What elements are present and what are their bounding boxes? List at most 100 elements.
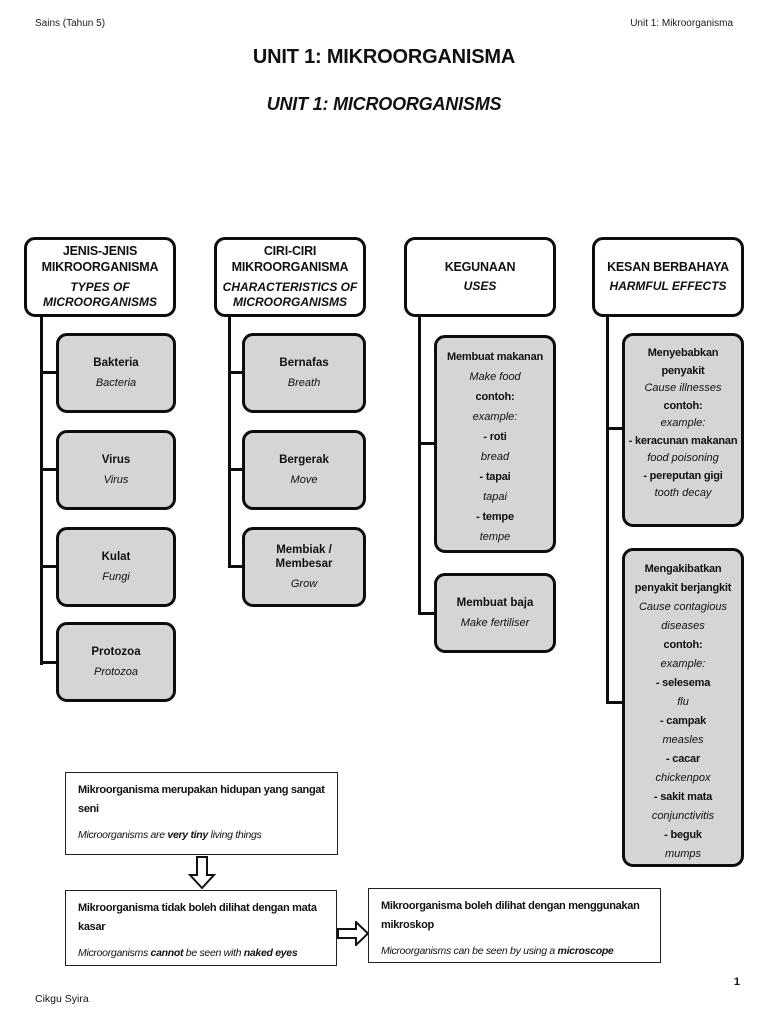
fact-segment: Microorganisms can be seen by using a xyxy=(381,945,558,957)
node-line: - tapai xyxy=(479,471,511,483)
node-line: example: xyxy=(472,411,518,423)
fact-text-my: Mikroorganisma boleh dilihat dengan meng… xyxy=(381,900,640,931)
column-title-my: CIRI-CIRI MIKROORGANISMA xyxy=(231,244,349,274)
connector-line xyxy=(606,701,623,704)
node-penyakit-berjangkit: Mengakibatkan penyakit berjangkit Cause … xyxy=(622,548,744,867)
column-title-en: USES xyxy=(463,279,497,294)
column-header-characteristics: CIRI-CIRI MIKROORGANISMA CHARACTERISTICS… xyxy=(214,237,366,317)
node-membuat-baja: Membuat baja Make fertiliser xyxy=(434,573,556,653)
node-line: tooth decay xyxy=(654,487,712,499)
header-unit: Unit 1: Mikroorganisma xyxy=(630,18,733,29)
node-label-en: Breath xyxy=(287,376,321,389)
fact-text-my: Mikroorganisma tidak boleh dilihat denga… xyxy=(78,902,317,933)
node-label-my: Kulat xyxy=(101,551,131,564)
connector-line xyxy=(228,315,231,568)
column-title-my: KESAN BERBAHAYA xyxy=(607,259,729,274)
fact-segment: Microorganisms are xyxy=(78,829,168,841)
connector-line xyxy=(418,315,421,615)
column-header-types: JENIS-JENIS MIKROORGANISMA TYPES OF MICR… xyxy=(24,237,176,317)
fact-segment: cannot xyxy=(150,947,184,959)
node-line: - selesema xyxy=(655,677,711,689)
column-title-my: JENIS-JENIS MIKROORGANISMA xyxy=(41,244,159,274)
fact-segment: microscope xyxy=(557,945,614,957)
fact-segment: living things xyxy=(207,829,262,841)
node-virus: Virus Virus xyxy=(56,430,176,510)
node-label-my: Bergerak xyxy=(279,454,329,467)
node-label-my: Membuat baja xyxy=(456,597,534,610)
node-label-en: Virus xyxy=(103,473,129,486)
connector-line xyxy=(40,565,57,568)
fact-segment: very tiny xyxy=(167,829,208,841)
node-kulat: Kulat Fungi xyxy=(56,527,176,607)
node-line: Make food xyxy=(469,371,521,383)
fact-segment: naked eyes xyxy=(243,947,298,959)
column-title-en: HARMFUL EFFECTS xyxy=(609,279,727,294)
column-title-en: TYPES OF MICROORGANISMS xyxy=(43,279,157,309)
column-header-uses: KEGUNAAN USES xyxy=(404,237,556,317)
node-line: - pereputan gigi xyxy=(643,469,723,482)
column-title-en: CHARACTERISTICS OF MICROORGANISMS xyxy=(222,279,358,309)
node-line: chickenpox xyxy=(655,772,711,784)
connector-line xyxy=(228,371,243,374)
fact-box-microscope: Mikroorganisma boleh dilihat dengan meng… xyxy=(368,888,661,963)
node-label-en: Protozoa xyxy=(93,665,139,678)
connector-line xyxy=(40,661,57,664)
node-label-en: Fungi xyxy=(102,570,130,583)
node-line: - beguk xyxy=(664,829,702,841)
node-membuat-makanan: Membuat makanan Make food contoh: exampl… xyxy=(434,335,556,553)
connector-line xyxy=(418,612,435,615)
node-line: bread xyxy=(480,451,510,463)
page-subtitle: UNIT 1: MICROORGANISMS xyxy=(266,94,502,114)
fact-text-en: Microorganisms can be seen by using a mi… xyxy=(381,944,648,958)
fact-segment: be seen with xyxy=(183,947,244,959)
node-label-en: Bacteria xyxy=(95,376,137,389)
fact-text-en: Microorganisms are very tiny living thin… xyxy=(78,828,325,842)
connector-line xyxy=(40,315,43,665)
connector-line xyxy=(418,442,435,445)
page-number: 1 xyxy=(733,976,740,988)
node-bergerak: Bergerak Move xyxy=(242,430,366,510)
node-protozoa: Protozoa Protozoa xyxy=(56,622,176,702)
connector-line xyxy=(606,427,623,430)
node-line: Cause illnesses xyxy=(644,382,722,394)
node-label-en: Make fertiliser xyxy=(460,616,530,629)
footer-author: Cikgu Syira xyxy=(35,993,89,1005)
page-title: UNIT 1: MIKROORGANISMA xyxy=(252,46,516,68)
node-line: Membuat makanan xyxy=(446,351,544,363)
node-line: food poisoning xyxy=(647,452,719,464)
fact-box-very-tiny: Mikroorganisma merupakan hidupan yang sa… xyxy=(65,772,338,855)
header-subject: Sains (Tahun 5) xyxy=(35,18,106,29)
down-arrow-icon xyxy=(188,856,216,889)
column-title-my: KEGUNAAN xyxy=(444,259,516,274)
node-line: - sakit mata xyxy=(653,791,713,803)
node-line: example: xyxy=(660,417,706,429)
node-line: contoh: xyxy=(663,639,703,651)
node-label-my: Bakteria xyxy=(93,357,139,370)
node-line: Mengakibatkan penyakit berjangkit xyxy=(634,563,732,594)
node-label-my: Protozoa xyxy=(91,646,141,659)
node-label-my: Membiak / Membesar xyxy=(275,544,333,570)
node-line: - keracunan makanan xyxy=(628,434,738,447)
connector-line xyxy=(228,565,243,568)
node-line: - campak xyxy=(659,715,707,727)
node-line: contoh: xyxy=(663,399,703,412)
node-membiak-membesar: Membiak / Membesar Grow xyxy=(242,527,366,607)
node-label-en: Move xyxy=(290,473,318,486)
node-line: - cacar xyxy=(665,753,701,765)
node-label-en: Grow xyxy=(290,577,318,590)
node-line: Menyebabkan penyakit xyxy=(647,347,719,377)
node-menyebabkan-penyakit: Menyebabkan penyakit Cause illnesses con… xyxy=(622,333,744,527)
connector-line xyxy=(40,371,57,374)
node-line: measles xyxy=(662,734,704,746)
node-line: mumps xyxy=(664,848,702,860)
node-line: conjunctivitis xyxy=(651,810,715,822)
fact-box-naked-eyes: Mikroorganisma tidak boleh dilihat denga… xyxy=(65,890,337,966)
node-line: Cause contagious diseases xyxy=(638,601,728,632)
node-bernafas: Bernafas Breath xyxy=(242,333,366,413)
connector-line xyxy=(228,468,243,471)
node-line: flu xyxy=(677,696,689,708)
node-label-my: Bernafas xyxy=(279,357,329,370)
node-line: example: xyxy=(660,658,706,670)
node-line: - tempe xyxy=(476,511,514,523)
connector-line xyxy=(606,315,609,704)
